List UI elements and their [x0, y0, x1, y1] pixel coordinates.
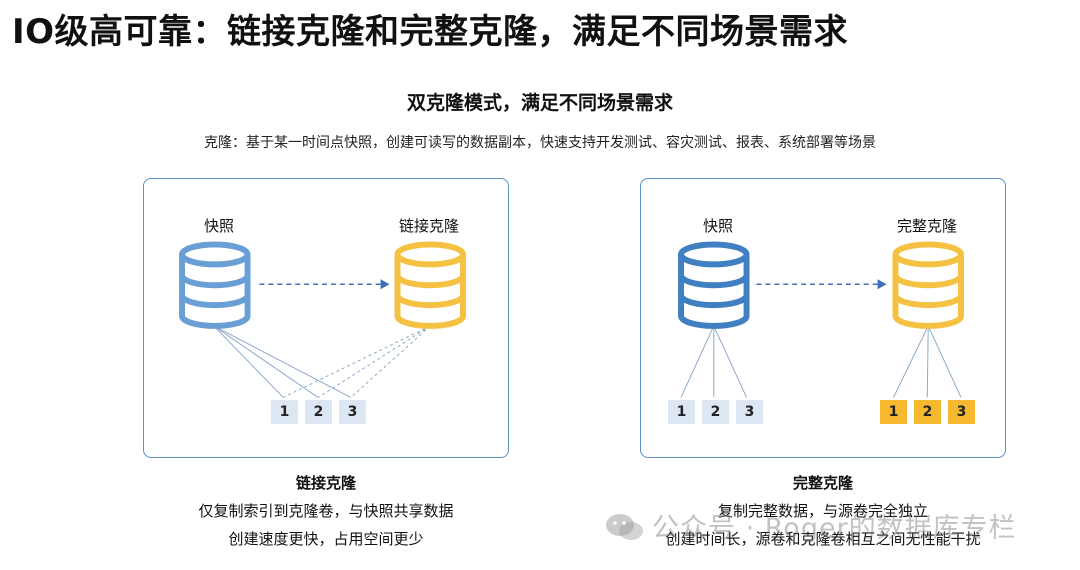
linked-clone-caption-title: 链接克隆: [295, 474, 356, 492]
full-clone-database-icon: [892, 241, 964, 329]
snapshot-database-icon: [678, 241, 750, 329]
source-block-2: 2: [702, 400, 729, 424]
clone-description: 克隆：基于某一时间点快照，创建可读写的数据副本，快速支持开发测试、容灾测试、报表…: [204, 135, 876, 151]
linked-clone-label: 链接克隆: [399, 217, 460, 235]
snapshot-connectors: [680, 325, 962, 398]
clone-arrow: [259, 279, 390, 290]
snapshot-connectors: [213, 325, 352, 398]
full-clone-label: 完整克隆: [897, 217, 958, 235]
full-clone-caption-line1: 复制完整数据，与源卷完全独立: [717, 502, 928, 520]
page-title: IO级高可靠：链接克隆和完整克隆，满足不同场景需求: [12, 12, 849, 52]
linked-clone-caption-line1: 仅复制索引到克隆卷，与快照共享数据: [198, 502, 454, 520]
clone-block-1: 1: [880, 400, 907, 424]
linked-clone-panel: 快照 链接克隆 1 2 3: [143, 178, 509, 458]
linked-clone-caption-line2: 创建速度更快，占用空间更少: [228, 530, 424, 548]
snapshot-database-icon: [179, 241, 251, 329]
clone-arrow: [756, 279, 887, 290]
linked-clone-diagram: [179, 241, 466, 398]
clone-connectors: [283, 325, 431, 398]
clone-block-2: 2: [914, 400, 941, 424]
wechat-icon: [606, 514, 643, 540]
source-block-3: 3: [736, 400, 763, 424]
shared-block-2: 2: [305, 400, 332, 424]
source-block-1: 1: [668, 400, 695, 424]
full-clone-diagram: [678, 241, 964, 398]
linked-clone-database-icon: [394, 241, 466, 329]
diagram-subtitle: 双克隆模式，满足不同场景需求: [406, 92, 673, 114]
clone-block-3: 3: [948, 400, 975, 424]
shared-block-1: 1: [271, 400, 298, 424]
full-clone-caption-line2: 创建时间长，源卷和克隆卷相互之间无性能干扰: [665, 530, 981, 548]
snapshot-label: 快照: [703, 217, 734, 235]
snapshot-label: 快照: [204, 217, 235, 235]
full-clone-caption-title: 完整克隆: [792, 474, 853, 492]
shared-block-3: 3: [339, 400, 366, 424]
watermark-text: 公众号 · Roger的数据库专栏: [652, 513, 1017, 544]
full-clone-panel: 快照 完整克隆 1 2 3 1 2 3: [640, 178, 1006, 458]
